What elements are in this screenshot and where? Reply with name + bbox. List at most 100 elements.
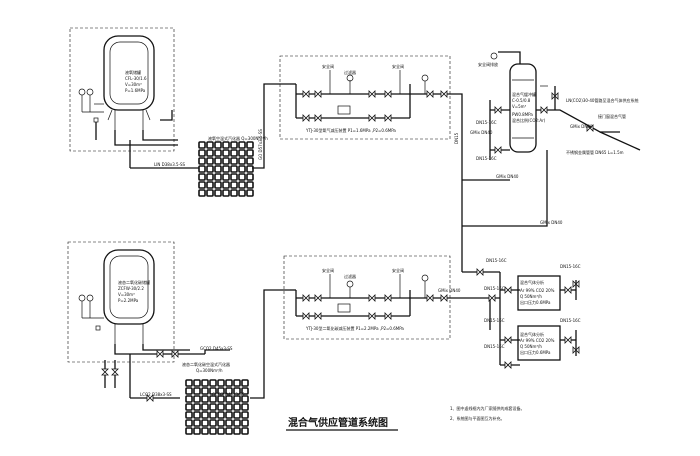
tank-top [103, 35, 155, 130]
vaporizer-fin-icon [214, 173, 222, 181]
vaporizer-fin-icon [217, 379, 225, 387]
vaporizer-fin-icon [217, 387, 225, 395]
vaporizer-fin-icon [185, 427, 193, 435]
vaporizer-fin-icon [225, 419, 233, 427]
tank-top-spec3: P=1.6MPa [125, 88, 146, 93]
vaporizer-fin-icon [246, 181, 254, 189]
vaporizer-fin-icon [241, 403, 249, 411]
vaporizer-fin-icon [193, 427, 201, 435]
ln-label: LN(CO2)30-40管路至混合气体供应系统 [566, 97, 638, 103]
valve-icon [101, 368, 109, 376]
vaporizer-fin-icon [193, 387, 201, 395]
vaporizer-fin-icon [238, 189, 246, 197]
vaporizer-fin-icon [193, 395, 201, 403]
regulator-bottom [290, 274, 450, 317]
valve-icon [384, 114, 392, 122]
vaporizer-fin-icon [201, 419, 209, 427]
valve-icon [111, 368, 119, 376]
vaporizer-fin-icon [238, 173, 246, 181]
vaporizer-fin-icon [246, 165, 254, 173]
valve-icon [156, 350, 164, 358]
vaporizer-bottom-q: Q=300Nm³/h [196, 368, 223, 373]
vaporizer-fin-icon [238, 157, 246, 165]
valve-icon [488, 294, 496, 302]
outlet-label: 接门窗混合气管 [598, 113, 626, 119]
vaporizer-fin-icon [230, 141, 238, 149]
mixer-spec4: 混合比例(CO2:Ar) [512, 117, 546, 123]
vaporizer-fin-icon [214, 149, 222, 157]
valve-icon [368, 312, 376, 320]
gmix-bottom-right: GMix DN40 [438, 288, 461, 293]
valve-tag-6: DN15-16C [484, 344, 505, 349]
tank-top-boundary [69, 27, 175, 152]
valve-tag-4: DN15-16C [484, 286, 505, 291]
valve-icon [504, 336, 512, 344]
vaporizer-fin-icon [225, 403, 233, 411]
regulator-top-label: YTJ-30型氧气减压装置 P1=1.6MPa ,P2=0.6MPa [305, 127, 396, 133]
vaporizer-fin-icon [230, 157, 238, 165]
vaporizer-fin-icon [185, 387, 193, 395]
vaporizer-fin-icon [206, 157, 214, 165]
analyzer-1-l2: Q 50Nm³/h [520, 294, 542, 299]
valve-icon [314, 312, 322, 320]
vaporizer-fin-icon [230, 181, 238, 189]
safety-sign: 安全阀排放 [478, 61, 498, 67]
gco2-up-pipe [250, 289, 290, 399]
tank-bottom-boundary [67, 241, 175, 363]
vaporizer-fin-icon [222, 141, 230, 149]
vaporizer-fin-icon [225, 395, 233, 403]
go-top-label: GO D57x3.5-SS [258, 129, 263, 160]
safety-valve-top-2: 安全阀 [392, 63, 404, 69]
valve-icon [504, 286, 512, 294]
vaporizer-fin-icon [214, 141, 222, 149]
tank-bottom-gauges [78, 294, 104, 331]
valve-icon [426, 90, 434, 98]
vaporizer-fin-icon [233, 395, 241, 403]
analyzer-2-l2: Q 50Nm³/h [520, 344, 542, 349]
vaporizer-fin-icon [209, 379, 217, 387]
vaporizer-fin-icon [201, 379, 209, 387]
valve-icon [146, 394, 154, 402]
vaporizer-bottom-label: 液态二氧化碳空温式汽化器 [182, 361, 230, 367]
valve-icon [171, 350, 179, 358]
vaporizer-fin-icon [217, 411, 225, 419]
vaporizer-fin-icon [201, 387, 209, 395]
lin-top-label: LIN D38x3.5-SS [154, 162, 186, 167]
regulator-bottom-valves [302, 294, 448, 320]
vaporizer-fin-icon [233, 427, 241, 435]
valve-icon [368, 114, 376, 122]
vaporizer-fin-icon [193, 403, 201, 411]
vaporizer-fin-icon [185, 403, 193, 411]
valve-tag-8: DN15-16C [560, 318, 581, 323]
vaporizer-fin-icon [230, 149, 238, 157]
gmix-top: GMix DN80 [570, 124, 593, 129]
vaporizer-fin-icon [198, 157, 206, 165]
vaporizer-fin-icon [225, 387, 233, 395]
valve-icon [586, 124, 594, 132]
bottom-right-piping [450, 271, 577, 366]
vaporizer-fin-icon [222, 165, 230, 173]
vaporizer-fin-icon [209, 411, 217, 419]
vaporizer-fin-icon [222, 181, 230, 189]
valve-icon [440, 90, 448, 98]
vaporizer-fin-icon [246, 173, 254, 181]
valve-icon [540, 106, 548, 114]
vaporizer-fin-icon [209, 419, 217, 427]
vaporizer-fin-icon [222, 157, 230, 165]
vaporizer-fin-icon [206, 189, 214, 197]
vaporizer-fin-icon [198, 181, 206, 189]
vaporizer-fin-icon [230, 189, 238, 197]
valve-icon [384, 312, 392, 320]
vaporizer-fin-icon [222, 149, 230, 157]
vaporizer-fin-icon [225, 411, 233, 419]
vaporizer-fin-icon [246, 189, 254, 197]
note-2: 2、系统图与平面图互为补充。 [450, 415, 505, 421]
vaporizer-fin-icon [185, 379, 193, 387]
vaporizer-fin-icon [214, 181, 222, 189]
vaporizer-fin-icon [233, 419, 241, 427]
vaporizer-fin-icon [206, 149, 214, 157]
vaporizer-fin-icon [206, 165, 214, 173]
vaporizer-fin-icon [193, 419, 201, 427]
vaporizer-fin-icon [201, 427, 209, 435]
top-main-pipes [450, 93, 548, 272]
